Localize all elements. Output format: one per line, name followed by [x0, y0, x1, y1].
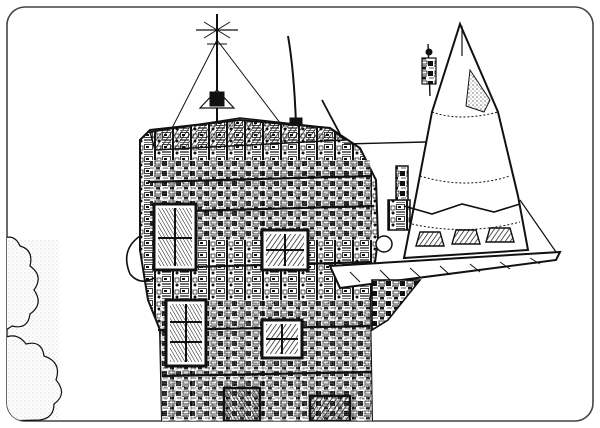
rocket-cone: [402, 21, 530, 260]
arm-machinery: [375, 165, 411, 253]
window-lower-middle: [260, 318, 304, 360]
foliage-texture: [7, 240, 60, 421]
window-middle: [260, 228, 310, 272]
window-lower-left: [164, 298, 208, 368]
hanging-cable: [125, 235, 155, 282]
rocket-probe: [421, 43, 437, 97]
truss-arm: [328, 141, 562, 332]
window-left: [152, 202, 198, 272]
window-bottom: [222, 386, 352, 421]
antenna-mast: [167, 14, 285, 137]
